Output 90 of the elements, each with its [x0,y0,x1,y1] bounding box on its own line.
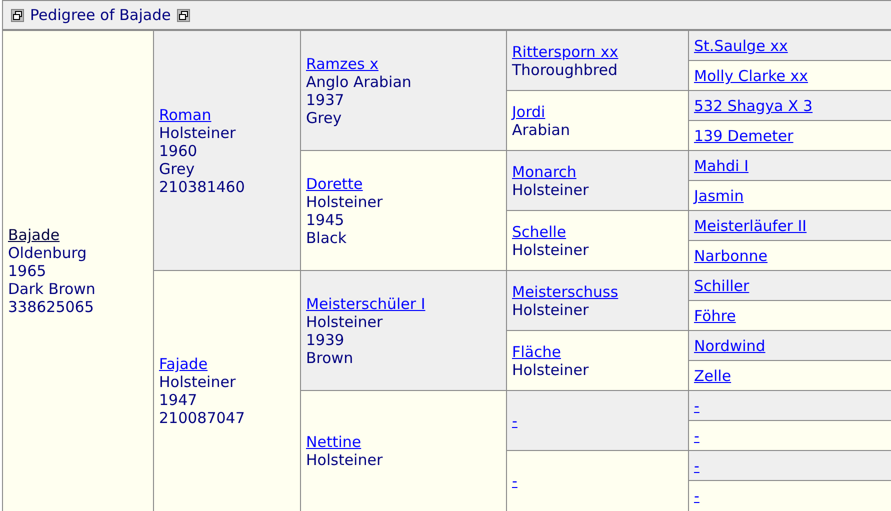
horse-detail-text: 338625065 [8,298,94,316]
pedigree-cell [688,90,891,121]
horse-detail-text: 1960 [159,142,198,160]
horse-detail-text: Dark Brown [8,280,96,298]
horse-detail-text: Holsteiner [159,124,236,142]
pedigree-cell [688,30,891,61]
pedigree-cell [300,30,506,151]
pedigree-cell [688,120,891,151]
horse-name-link: Jordi [512,103,546,121]
horse-name-link: Schelle [512,223,566,241]
horse-name-link: Monarch [512,163,576,181]
pedigree-cell [2,30,153,511]
horse-name-link: Fajade [159,355,208,373]
horse-name-link: Fläche [512,343,561,361]
pedigree-cell [688,240,891,271]
horse-name-link: Nettine [306,433,362,451]
horse-name-link: - [512,412,518,430]
pedigree-cell [506,90,688,151]
horse-detail-text: Holsteiner [512,241,589,259]
horse-detail-text: 1947 [159,391,198,409]
pedigree-cell [300,150,506,271]
horse-detail-text: Black [306,229,347,247]
horse-name-link: Meisterschüler I [306,295,426,313]
horse-name-link: Bajade [8,226,60,244]
pedigree-cell [506,30,688,91]
pedigree-cell [506,450,688,511]
horse-detail-text: Grey [306,109,342,127]
horse-detail-text: Anglo Arabian [306,73,412,91]
pedigree-cell [506,390,688,451]
horse-name-link: Föhre [694,307,736,325]
horse-name-link: - [694,457,700,475]
pedigree-cell [153,270,300,511]
horse-name-link: Meisterschuss [512,283,618,301]
horse-detail-text: Holsteiner [306,313,383,331]
pedigree-cell [688,300,891,331]
horse-name-link: - [512,472,518,490]
horse-name-link: Roman [159,106,212,124]
pedigree-cell [506,210,688,271]
horse-detail-text: 1965 [8,262,46,280]
pedigree-cell [688,360,891,391]
horse-detail-text: Arabian [512,121,570,139]
pedigree-cell [506,150,688,211]
horse-name-link: Meisterläufer II [694,217,807,235]
pedigree-cell [506,330,688,391]
pedigree-cell [300,270,506,391]
horse-detail-text: 210381460 [159,178,245,196]
horse-detail-text: 1945 [306,211,344,229]
pedigree-cell [506,270,688,331]
horse-name-link: St.Saulge xx [694,37,788,55]
horse-detail-text: Holsteiner [512,181,589,199]
horse-name-link: Dorette [306,175,363,193]
horse-name-link: Ramzes x [306,55,378,73]
horse-name-link: 139 Demeter [694,127,794,145]
horse-detail-text: Oldenburg [8,244,87,262]
pedigree-cell [688,450,891,481]
horse-name-link: - [694,397,700,415]
title: Pedigree of Bajade [30,6,171,24]
pedigree-cell [688,180,891,211]
pedigree-cell [688,270,891,301]
pedigree-cell [153,30,300,271]
horse-detail-text: 1939 [306,331,344,349]
horse-name-link: Zelle [694,367,732,385]
horse-name-link: Jasmin [694,187,744,205]
pedigree-cell [688,390,891,421]
horse-name-link: Schiller [694,277,750,295]
pedigree-cell [688,210,891,241]
horse-name-link: Rittersporn xx [512,43,618,61]
horse-name-link: - [694,487,700,505]
horse-name-link: Mahdi I [694,157,749,175]
horse-detail-text: 210087047 [159,409,245,427]
horse-detail-text: Thoroughbred [512,61,618,79]
horse-detail-text: Holsteiner [159,373,236,391]
horse-detail-text: Brown [306,349,354,367]
horse-name-link: Narbonne [694,247,768,265]
horse-detail-text: Holsteiner [306,451,383,469]
horse-name-link: 532 Shagya X 3 [694,97,813,115]
horse-detail-text: 1937 [306,91,344,109]
horse-detail-text: Holsteiner [512,361,589,379]
horse-detail-text: Holsteiner [306,193,383,211]
pedigree-cell [300,390,506,511]
horse-name-link: - [694,427,700,445]
horse-detail-text: Grey [159,160,195,178]
horse-detail-text: Holsteiner [512,301,589,319]
pedigree-cell [688,330,891,361]
horse-name-link: Nordwind [694,337,766,355]
horse-name-link: Molly Clarke xx [694,67,808,85]
pedigree-cell [688,150,891,181]
pedigree-cell [688,420,891,451]
pedigree-cell [688,480,891,511]
pedigree-cell [688,60,891,91]
